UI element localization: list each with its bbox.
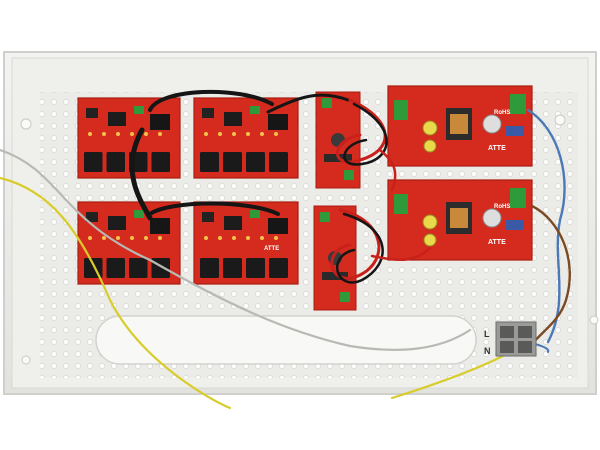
psu-rohs-label: RoHS bbox=[494, 204, 510, 210]
rj45-port bbox=[106, 152, 125, 172]
power-supply-board: ATTE RoHS bbox=[387, 179, 533, 261]
switch-brand-label: ATTE bbox=[264, 246, 279, 252]
power-supply-board: ATTE RoHS bbox=[387, 85, 533, 167]
rj45-port bbox=[200, 152, 219, 172]
switch-board bbox=[77, 97, 181, 179]
rj45-port bbox=[246, 258, 265, 278]
rj45-port bbox=[84, 152, 103, 172]
rj45-port bbox=[246, 152, 265, 172]
dc-converter-board bbox=[315, 91, 361, 189]
rj45-port bbox=[151, 152, 170, 172]
terminal-l-label: L bbox=[484, 329, 490, 339]
rj45-port bbox=[223, 152, 242, 172]
rj45-port bbox=[129, 258, 148, 278]
switch-board: ATTE bbox=[193, 201, 299, 285]
mains-terminal-block: L N bbox=[484, 321, 537, 357]
psu-rohs-label: RoHS bbox=[494, 110, 510, 116]
switch-board bbox=[77, 201, 181, 285]
dc-converter-board bbox=[313, 205, 357, 311]
rj45-port bbox=[151, 258, 170, 278]
psu-brand-label: ATTE bbox=[488, 145, 506, 152]
psu-brand-label: ATTE bbox=[488, 239, 506, 246]
rj45-port bbox=[200, 258, 219, 278]
rj45-port bbox=[223, 258, 242, 278]
cable-bundle bbox=[0, 89, 571, 410]
rj45-port bbox=[269, 152, 288, 172]
rj45-port bbox=[106, 258, 125, 278]
rj45-port bbox=[269, 258, 288, 278]
terminal-n-label: N bbox=[484, 346, 491, 356]
switch-board bbox=[193, 97, 299, 179]
